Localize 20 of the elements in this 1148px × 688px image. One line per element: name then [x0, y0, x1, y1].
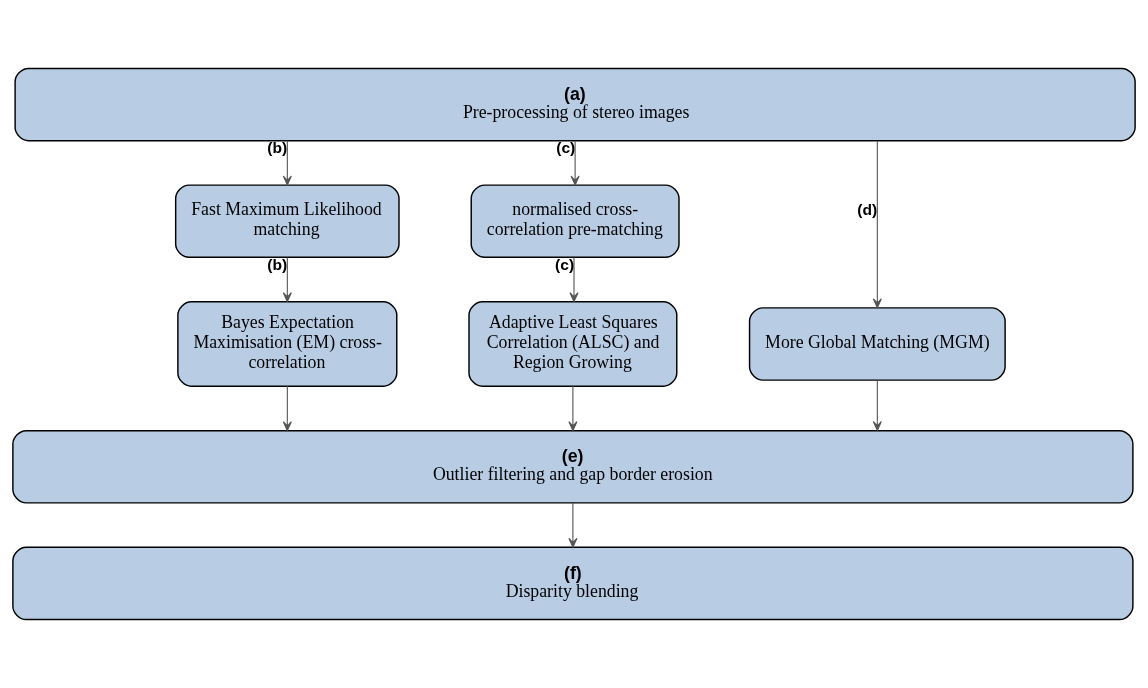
arrow: [282, 140, 292, 186]
node-box: (e) Outlier filtering and gap border erosion: [12, 429, 1134, 504]
node-box: (a) Pre-processing of stereo images: [14, 67, 1136, 142]
node-box: Bayes Expectation Maximisation (EM) cross-correlation: [177, 301, 398, 387]
arrow: [568, 502, 578, 548]
arrow: [872, 379, 882, 431]
edge-label: (b): [267, 139, 288, 157]
node-box: (f) Disparity blending: [12, 546, 1134, 621]
node-box: normalised cross-correlation pre-matching: [470, 184, 680, 259]
node-box: More Global Matching (MGM): [748, 307, 1006, 381]
arrow: [570, 140, 580, 186]
node-box: Fast Maximum Likelihood matching: [174, 184, 400, 259]
arrow: [569, 256, 579, 303]
arrow: [872, 140, 882, 309]
node-box: Adaptive Least Squares Correlation (ALSC) and Region Growing: [468, 301, 678, 387]
edge-label: (c): [556, 139, 576, 157]
arrow: [568, 385, 578, 432]
edge-label: (d): [857, 200, 878, 218]
arrow: [282, 256, 292, 303]
arrow: [282, 385, 292, 432]
